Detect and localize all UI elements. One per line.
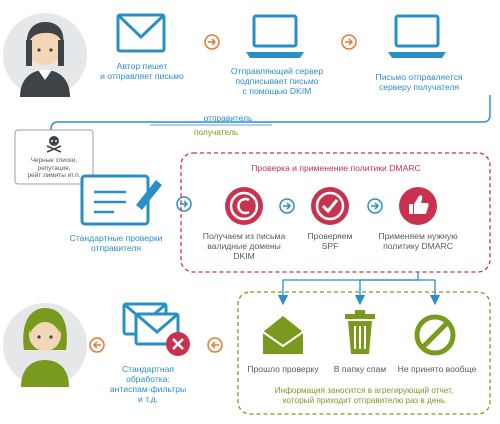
- outcome-pass-label: Прошло проверку: [247, 364, 319, 374]
- sender-role-label: отправитель: [203, 113, 253, 123]
- envelope-icon: [116, 13, 166, 53]
- form-edit-icon: [80, 174, 162, 226]
- outcomes-frame: [237, 291, 491, 415]
- thumbs-up-icon: [399, 187, 437, 225]
- forbidden-icon: [414, 314, 456, 356]
- dmarc-title: Проверка и применение политики DMARC: [251, 163, 421, 173]
- standard-checks-label: Стандартные проверки отправителя: [69, 233, 163, 253]
- open-envelope-icon: [262, 316, 304, 354]
- branch-arrows: [277, 272, 441, 306]
- reputation-box: [14, 129, 94, 185]
- step-sign-label: Отправляющий сервер подписывает письмо с…: [230, 66, 324, 96]
- step-author-label: Автор пишет и отправляет письмо: [100, 61, 184, 81]
- receiver-role-label: получатель: [193, 127, 239, 137]
- arrow-right-icon: [341, 34, 357, 50]
- arrow-right-icon: [204, 34, 220, 50]
- receiver-avatar: [3, 303, 87, 387]
- laptop-icon: [388, 14, 446, 58]
- check-icon: [311, 187, 349, 225]
- step-send-label: Письмо отправляется серверу получателя: [375, 72, 463, 92]
- arrow-left-icon: [207, 337, 223, 353]
- outcome-reject-label: Не принято вообще: [397, 364, 477, 374]
- arrow-left-icon: [89, 337, 105, 353]
- sender-avatar: [3, 13, 87, 97]
- rejected-envelopes-icon: [122, 302, 190, 356]
- copyright-icon: [225, 187, 263, 225]
- skull-icon: [46, 136, 62, 153]
- dmarc-dkim-label: Получаем из письма валидные домены DKIM: [202, 231, 286, 261]
- aggregate-report-note: Информация заносится в агрегирующий отче…: [274, 386, 454, 405]
- flow-connector: [45, 95, 491, 171]
- dmarc-apply-label: Применяем нужную политику DMARC: [378, 231, 458, 251]
- dmarc-spf-label: Проверяем SPF: [307, 231, 353, 251]
- reputation-label: Черные списки, репутация, рейт лимиты ит…: [27, 157, 81, 180]
- arrow-right-icon: [367, 198, 383, 214]
- laptop-icon: [246, 14, 304, 58]
- trash-icon: [345, 310, 375, 354]
- arrow-right-icon: [176, 196, 192, 212]
- outcome-spam-label: В папку спам: [333, 364, 387, 374]
- standard-processing-label: Стандартная обработка: антиспам-фильтры …: [109, 364, 187, 404]
- arrow-right-icon: [279, 198, 295, 214]
- dmarc-frame: [180, 152, 491, 273]
